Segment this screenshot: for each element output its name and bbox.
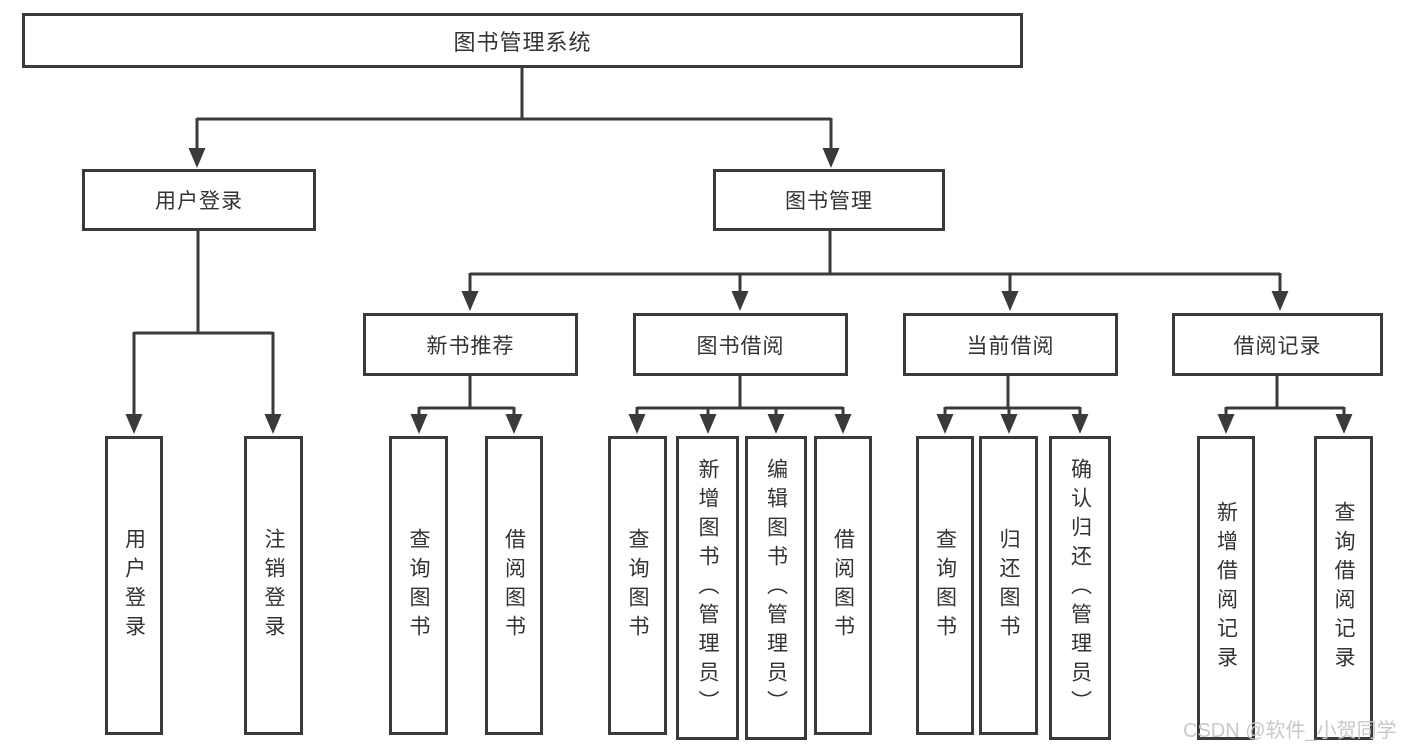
node-library-system: 图书管理系统 [22,13,1023,68]
connector-book-management [468,229,1282,293]
leaf-label: 注销登录 [262,527,286,644]
leaf-query-books-borrowing: 查询图书 [608,436,667,735]
node-user-login: 用户登录 [82,169,316,231]
leaf-label: 编辑图书（管理员） [764,457,788,719]
connector-user-login [132,229,275,416]
leaf-label: 确认归还（管理员） [1068,457,1092,719]
leaf-edit-book-admin: 编辑图书（管理员） [745,436,807,740]
leaf-confirm-return-admin: 确认归还（管理员） [1049,436,1111,740]
leaf-label: 查询图书 [407,527,431,644]
leaf-borrow-books-recommend: 借阅图书 [485,436,543,735]
leaf-logout: 注销登录 [244,436,303,735]
arrow-icon [188,148,206,168]
node-label: 新书推荐 [426,334,515,358]
leaf-label: 归还图书 [997,527,1021,644]
arrow-icon [936,414,954,434]
leaf-label: 新增图书（管理员） [696,457,720,719]
leaf-label: 借阅图书 [831,527,855,644]
node-current-borrowing: 当前借阅 [903,313,1118,376]
arrow-icon [834,414,852,434]
node-book-borrowing: 图书借阅 [633,313,848,376]
leaf-label: 用户登录 [122,527,146,644]
arrow-icon [1000,414,1018,434]
leaf-query-borrow-record: 查询借阅记录 [1314,436,1373,740]
node-label: 用户登录 [155,190,243,213]
leaf-label: 查询图书 [626,527,650,644]
arrow-icon [410,414,428,434]
arrow-icon [125,414,143,434]
arrow-icon [1335,414,1353,434]
leaf-query-books-current: 查询图书 [916,436,974,735]
leaf-query-books-recommend: 查询图书 [389,436,448,735]
arrow-icon [628,414,646,434]
arrow-icon [264,414,282,434]
arrow-icon [731,291,749,311]
leaf-return-book: 归还图书 [979,436,1038,735]
node-label: 图书借阅 [696,334,785,358]
connector-root [195,66,833,150]
leaf-label: 查询借阅记录 [1332,501,1356,675]
node-label: 图书管理系统 [453,29,592,55]
arrow-icon [1001,291,1019,311]
arrow-icon [1271,291,1289,311]
node-label: 当前借阅 [966,334,1055,358]
arrow-icon [699,414,717,434]
node-new-book-recommend: 新书推荐 [363,313,578,376]
arrow-icon [1071,414,1089,434]
node-book-management: 图书管理 [713,169,945,231]
leaf-user-login: 用户登录 [105,436,163,735]
node-label: 图书管理 [785,190,873,213]
connector-borrowing-records [1224,374,1346,416]
node-borrowing-records: 借阅记录 [1172,313,1383,376]
arrow-icon [461,291,479,311]
leaf-label: 借阅图书 [502,527,526,644]
connector-new-book-recommend [417,374,516,416]
arrow-icon [1217,414,1235,434]
arrow-icon [767,414,785,434]
arrowheads [125,148,1353,434]
arrow-icon [505,414,523,434]
node-label: 借阅记录 [1233,334,1322,358]
leaf-add-borrow-record: 新增借阅记录 [1197,436,1255,740]
arrow-icon [822,148,840,168]
connector-book-borrowing [635,374,845,416]
leaf-add-book-admin: 新增图书（管理员） [676,436,739,740]
connector-current-borrowing [943,374,1082,416]
leaf-label: 查询图书 [933,527,957,644]
leaf-label: 新增借阅记录 [1214,501,1238,675]
leaf-borrow-books: 借阅图书 [814,436,872,735]
csdn-watermark: CSDN @软件_小贺同学 [1183,720,1397,742]
